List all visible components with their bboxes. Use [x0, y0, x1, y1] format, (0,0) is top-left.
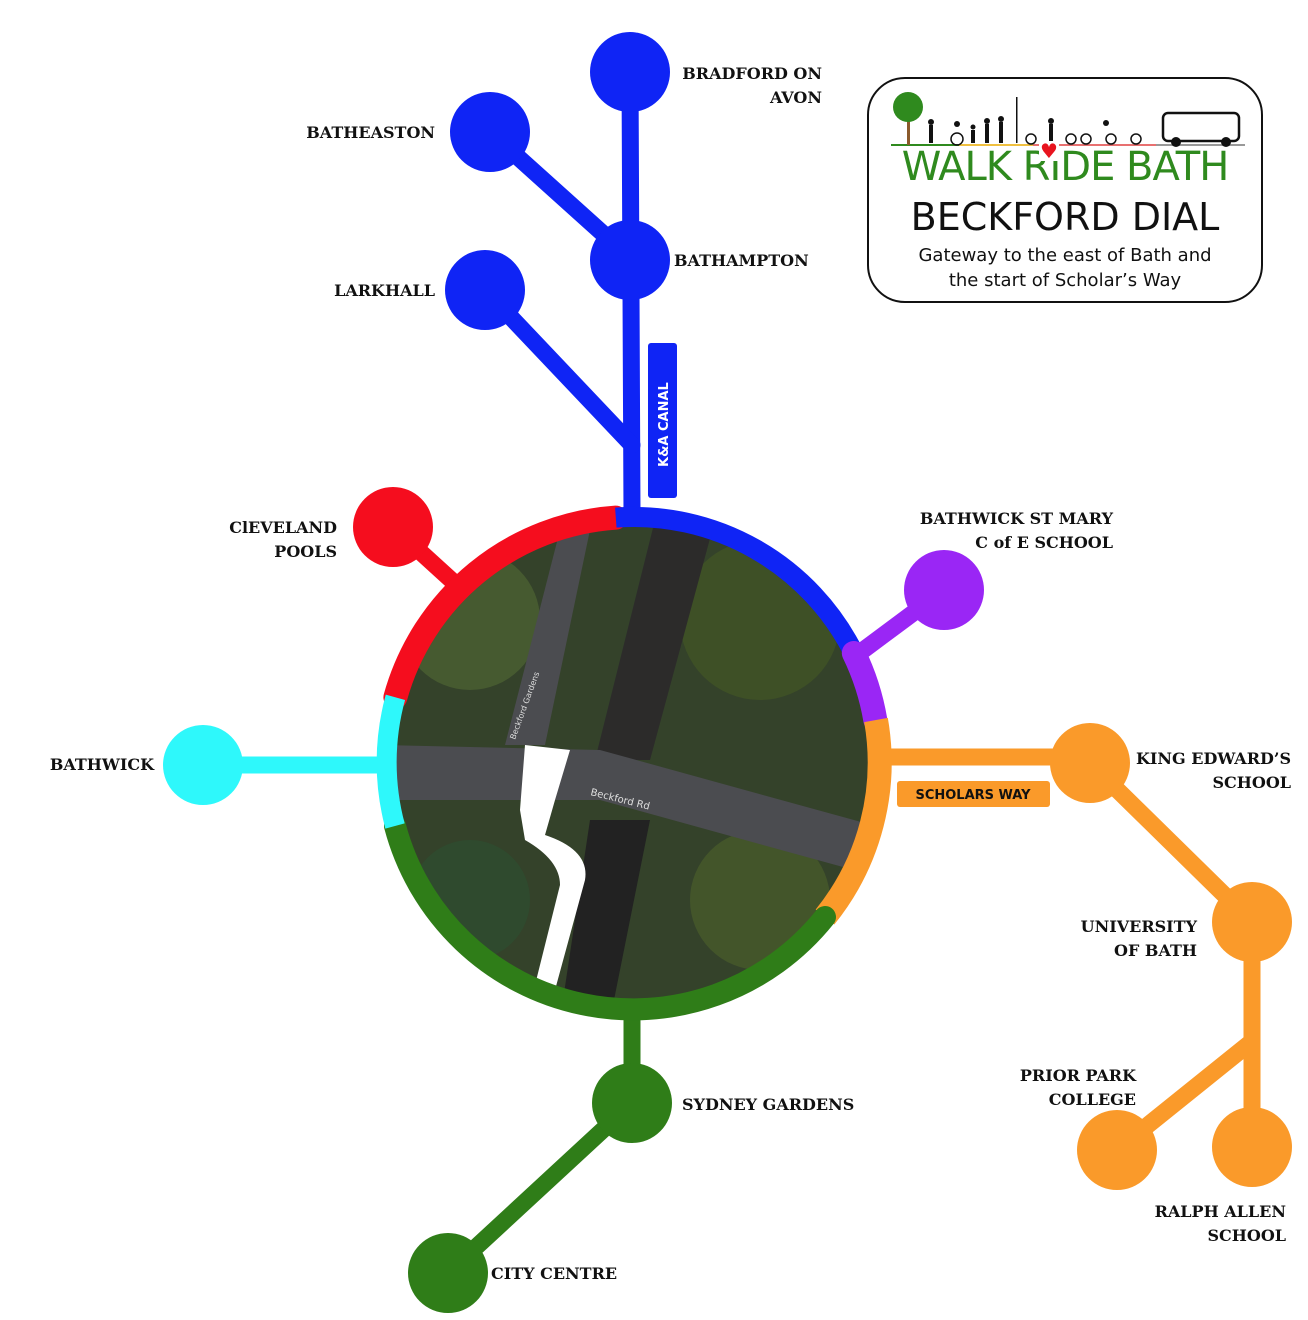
label-university-1: UNIVERSITY [1081, 917, 1198, 936]
canal-label: K&A CANAL [657, 382, 672, 467]
station-bradford-on-avon[interactable] [590, 32, 670, 112]
station-king-edwards[interactable] [1050, 723, 1130, 803]
scholars-way-label: SCHOLARS WAY [915, 788, 1031, 803]
railway-north [595, 523, 715, 760]
label-bathampton: BATHAMPTON [674, 251, 809, 270]
stations [163, 32, 1292, 1313]
label-ralph-allen-2: SCHOOL [1207, 1226, 1286, 1245]
ring-green [384, 815, 836, 1021]
label-bathwick-st-mary-2: C of E SCHOOL [975, 533, 1113, 552]
label-bradford-1: BRADFORD ON [682, 64, 822, 83]
canal-label-box [648, 343, 677, 498]
station-larkhall[interactable] [445, 250, 525, 330]
label-prior-park-1: PRIOR PARK [1020, 1066, 1137, 1085]
bus-icon [1161, 111, 1241, 147]
ring-cyan [376, 694, 406, 829]
station-batheaston[interactable] [450, 92, 530, 172]
subtitle-line-2: the start of Scholar’s Way [948, 270, 1182, 291]
label-cleveland-1: ClEVELAND [229, 518, 337, 537]
green-route [439, 996, 641, 1282]
label-bradford-2: AVON [769, 88, 822, 107]
people-icons [928, 97, 1142, 146]
station-prior-park[interactable] [1077, 1110, 1157, 1190]
ring-blue [615, 507, 863, 658]
station-ralph-allen[interactable] [1212, 1107, 1292, 1187]
subtitle: Gateway to the east of Bath and the star… [879, 243, 1251, 293]
tree-icon [907, 117, 910, 145]
station-sydney-gardens[interactable] [592, 1063, 672, 1143]
ring-red [383, 505, 628, 710]
subtitle-line-1: Gateway to the east of Bath and [918, 245, 1212, 266]
label-king-edwards-2: SCHOOL [1212, 773, 1291, 792]
station-bathwick-st-mary[interactable] [904, 550, 984, 630]
walk-ride-bath-logo: WALK RIDE BATH [901, 144, 1230, 190]
label-king-edwards-1: KING EDWARD’S [1136, 749, 1291, 768]
heart-icon: ♥ [1039, 139, 1059, 163]
label-prior-park-2: COLLEGE [1049, 1090, 1136, 1109]
walk-ride-illustration [891, 92, 1245, 147]
station-labels: BRADFORD ON AVON BATHEASTON BATHAMPTON L… [50, 64, 1291, 1283]
dial-ring [376, 505, 892, 1021]
station-bathwick[interactable] [163, 725, 243, 805]
label-bathwick-st-mary-1: BATHWICK ST MARY [920, 509, 1114, 528]
label-larkhall: LARKHALL [334, 281, 435, 300]
beckford-road [393, 745, 873, 880]
label-university-2: OF BATH [1114, 941, 1197, 960]
proposed-path [520, 745, 586, 990]
station-city-centre[interactable] [408, 1233, 488, 1313]
label-cleveland-2: POOLS [274, 542, 337, 561]
label-ralph-allen-1: RALPH ALLEN [1155, 1202, 1286, 1221]
ring-purple [841, 641, 888, 732]
ring-orange [815, 717, 892, 925]
station-university-of-bath[interactable] [1212, 882, 1292, 962]
station-bathampton[interactable] [590, 220, 670, 300]
label-batheaston: BATHEASTON [306, 123, 435, 142]
scholars-way-box [897, 781, 1050, 807]
label-city-centre: CITY CENTRE [491, 1264, 617, 1283]
title-card: WALK RIDE BATH ♥ BECKFORD DIAL Gateway t… [867, 77, 1263, 303]
label-sydney-gardens: SYDNEY GARDENS [682, 1095, 854, 1114]
label-bathwick: BATHWICK [50, 755, 155, 774]
beckford-gardens-road [505, 530, 590, 745]
station-cleveland-pools[interactable] [353, 487, 433, 567]
page-title: BECKFORD DIAL [910, 195, 1220, 239]
